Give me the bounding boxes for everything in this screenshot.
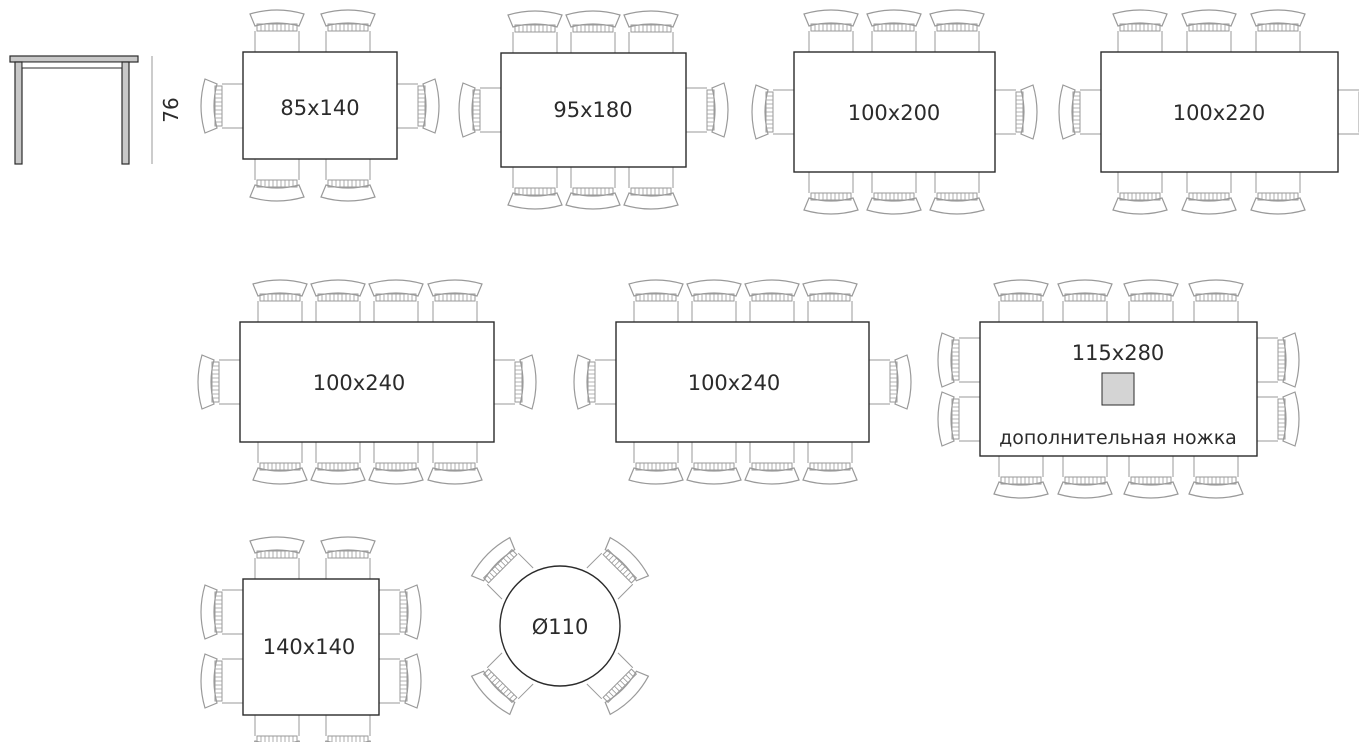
table-size-label: 115x280 [1072,341,1165,365]
table-115x280: 115x280 дополнительная ножка [938,279,1299,498]
table-size-label: 100x200 [848,101,941,125]
table-95x180: 95x180 [459,10,728,209]
table-140x140: 140x140 [201,536,421,742]
table-100x240-second: 100x240 [574,279,911,484]
extra-leg-note: дополнительная ножка [999,427,1237,449]
table-size-label: 85x140 [280,96,359,120]
table-size-label: 100x220 [1173,101,1266,125]
table-size-label: 100x240 [313,371,406,395]
table-100x240: 100x240 [198,279,536,484]
extra-leg-marker [1101,372,1135,406]
table-size-label: 95x180 [553,98,632,122]
table-size-label: Ø110 [532,615,589,639]
table-size-label: 100x240 [688,371,781,395]
height-label: 76 [159,97,183,122]
table-100x220: 100x220 [1059,9,1359,214]
table-85x140: 85x140 [201,9,439,201]
table-size-label: 140x140 [263,635,356,659]
table-side-view: 76 [9,55,183,165]
table-100x200: 100x200 [752,9,1037,214]
table-round-110: Ø110 [468,534,652,718]
